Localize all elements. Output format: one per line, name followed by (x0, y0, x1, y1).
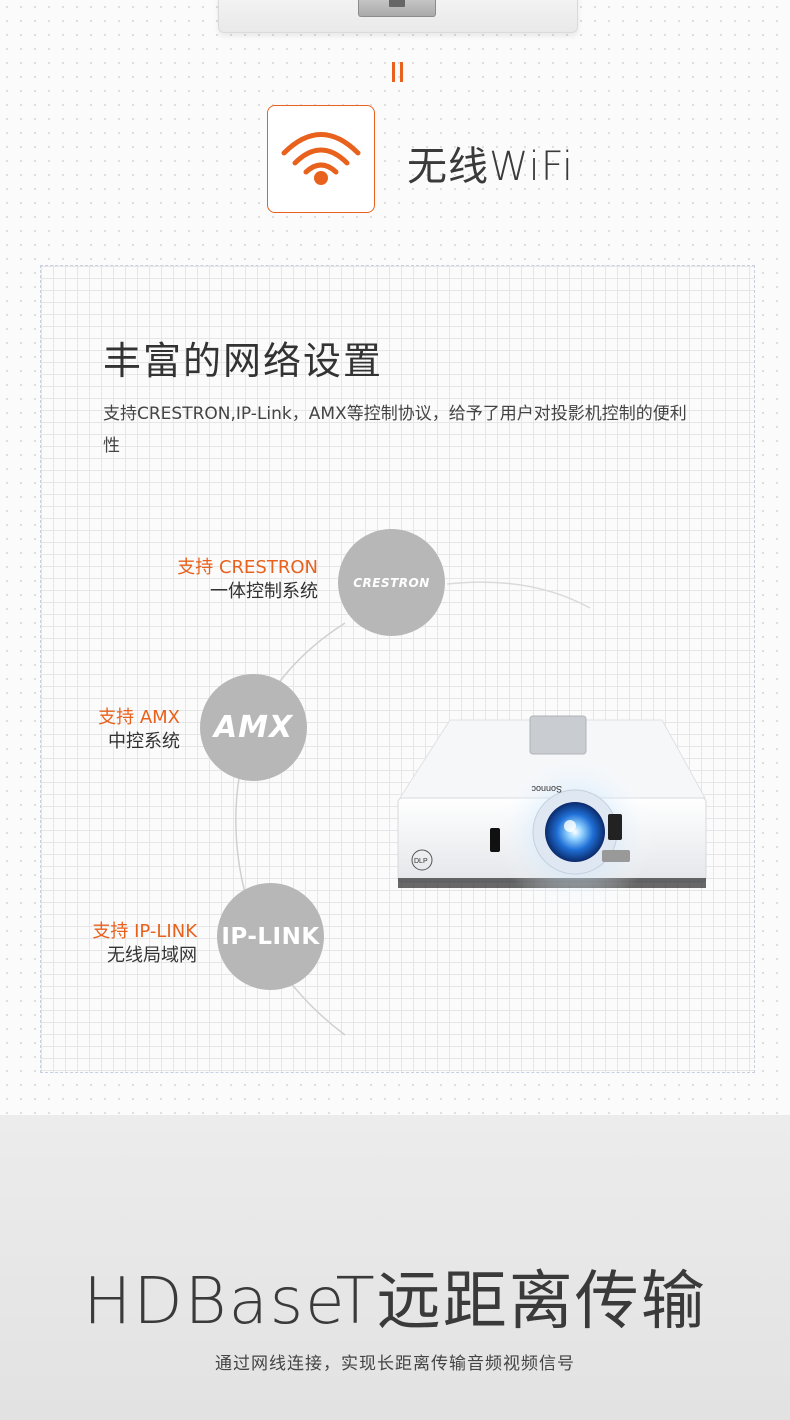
network-panel (40, 265, 755, 1073)
amx-label: 支持 AMX 中控系统 (98, 707, 180, 752)
iplink-logo: IP-LINK (217, 883, 324, 990)
crestron-logo: CRESTRON (338, 529, 445, 636)
port-icon (358, 0, 436, 17)
wifi-title: 无线WiFi (407, 144, 574, 190)
crestron-label: 支持 CRESTRON 一体控制系统 (177, 557, 318, 602)
wifi-icon (267, 105, 375, 213)
hdmi-device-image (218, 0, 578, 33)
hdbaset-title: HDBaseT远距离传输 (83, 1265, 707, 1339)
hdbaset-subtitle: 通过网线连接，实现长距离传输音频视频信号 (215, 1354, 575, 1374)
network-description: 支持CRESTRON,IP-Link，AMX等控制协议，给予了用户对投影机控制的… (103, 404, 687, 456)
iplink-label: 支持 IP-LINK 无线局域网 (92, 921, 197, 966)
projector-image: Sonnoc DLP (397, 715, 707, 910)
svg-text:DLP: DLP (414, 858, 428, 865)
hdbaset-section (0, 1115, 790, 1420)
svg-text:Sonnoc: Sonnoc (531, 784, 562, 794)
equals-icon (389, 62, 407, 82)
network-title: 丰富的网络设置 (103, 339, 384, 383)
amx-logo: AMX (200, 674, 307, 781)
